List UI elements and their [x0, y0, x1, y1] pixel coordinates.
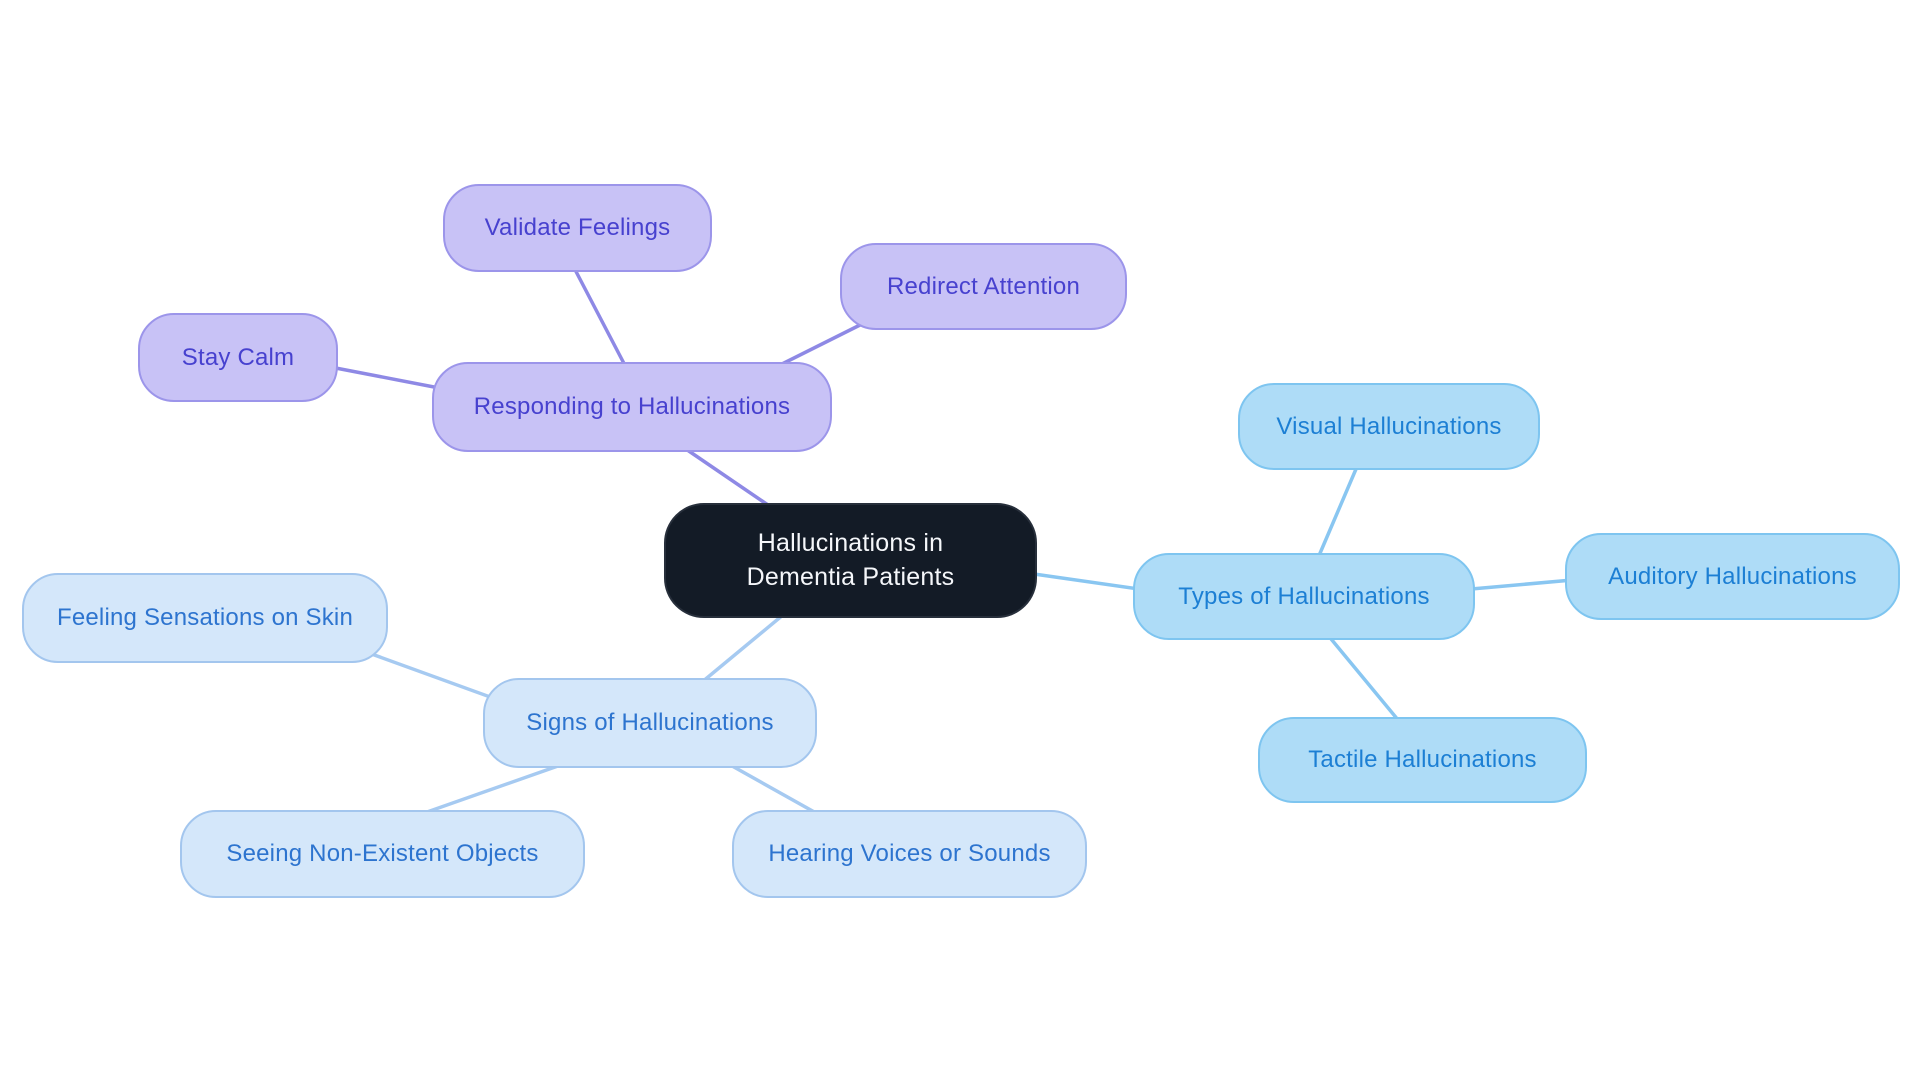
node-responding-to-hallucinations[interactable]: Responding to Hallucinations [432, 362, 832, 452]
edge-types-visual [1313, 453, 1364, 567]
node-stay-calm[interactable]: Stay Calm [138, 313, 338, 402]
edge-signs-seeing [408, 758, 577, 820]
node-visual-hallucinations[interactable]: Visual Hallucinations [1238, 383, 1540, 470]
node-types-of-hallucinations[interactable]: Types of Hallucinations [1133, 553, 1475, 640]
node-hearing-voices-or-sounds[interactable]: Hearing Voices or Sounds [732, 810, 1087, 898]
edge-types-tactile [1320, 626, 1410, 734]
edge-responding-validate [568, 258, 632, 377]
node-central-topic[interactable]: Hallucinations in Dementia Patients [664, 503, 1037, 618]
node-validate-feelings[interactable]: Validate Feelings [443, 184, 712, 272]
node-redirect-attention[interactable]: Redirect Attention [840, 243, 1127, 330]
edge-signs-hearing [723, 760, 827, 820]
node-seeing-non-existent-objects[interactable]: Seeing Non-Existent Objects [180, 810, 585, 898]
node-signs-of-hallucinations[interactable]: Signs of Hallucinations [483, 678, 817, 768]
edge-center-signs [688, 603, 797, 694]
node-auditory-hallucinations[interactable]: Auditory Hallucinations [1565, 533, 1900, 620]
node-tactile-hallucinations[interactable]: Tactile Hallucinations [1258, 717, 1587, 803]
node-feeling-sensations-on-skin[interactable]: Feeling Sensations on Skin [22, 573, 388, 663]
